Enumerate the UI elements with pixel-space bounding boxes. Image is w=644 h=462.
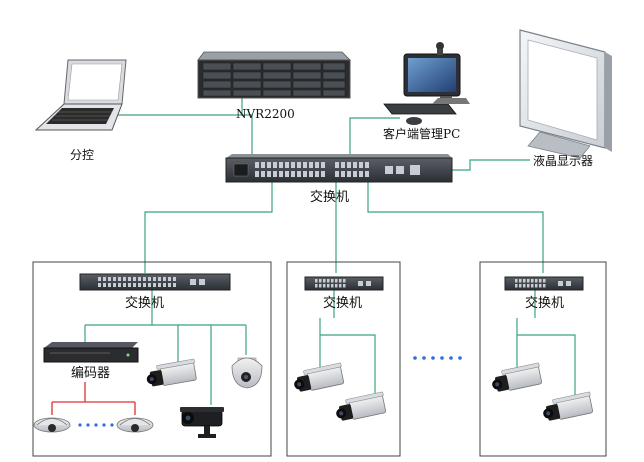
camera-group-box-1: [32, 261, 272, 457]
laptop-label: 分控: [70, 148, 95, 162]
box-camera-icon: [144, 358, 199, 389]
encoder-label: 编码器: [71, 366, 111, 381]
camera-group-box-3: [479, 261, 607, 457]
encoder-icon: [43, 342, 139, 363]
group1-switch-icon: [79, 273, 231, 291]
group3-switch-label: 交换机: [525, 296, 565, 311]
box-camera-icon: [489, 362, 544, 395]
nvr-server-icon: [197, 51, 351, 99]
box-camera-icon: [333, 391, 388, 424]
group2-switch-label: 交换机: [323, 296, 363, 311]
core-switch-label: 交换机: [310, 190, 350, 205]
pc-icon: [383, 42, 470, 125]
monitor-label: 液晶显示器: [533, 154, 594, 168]
dome-camera-icon: [231, 357, 263, 389]
nvr-label: NVR2200: [236, 107, 295, 121]
box-camera-icon: [540, 391, 595, 424]
core-switch-icon: [225, 154, 453, 183]
ceiling-camera-icon: [116, 417, 154, 433]
network-links: [84, 98, 576, 405]
ellipsis-dots: [78, 423, 114, 427]
group3-switch-icon: [504, 276, 584, 291]
ceiling-camera-icon: [33, 417, 71, 433]
group1-switch-label: 交换机: [125, 296, 165, 311]
ellipsis-dots: [413, 356, 462, 360]
bullet-camera-icon: [180, 407, 224, 438]
box-camera-icon: [291, 362, 346, 395]
analog-links: [51, 382, 136, 415]
laptop-icon: [34, 59, 127, 131]
group2-switch-icon: [304, 276, 384, 291]
pc-label: 客户端管理PC: [383, 127, 461, 141]
lcd-monitor-icon: [519, 29, 612, 159]
camera-group-box-2: [286, 261, 401, 457]
